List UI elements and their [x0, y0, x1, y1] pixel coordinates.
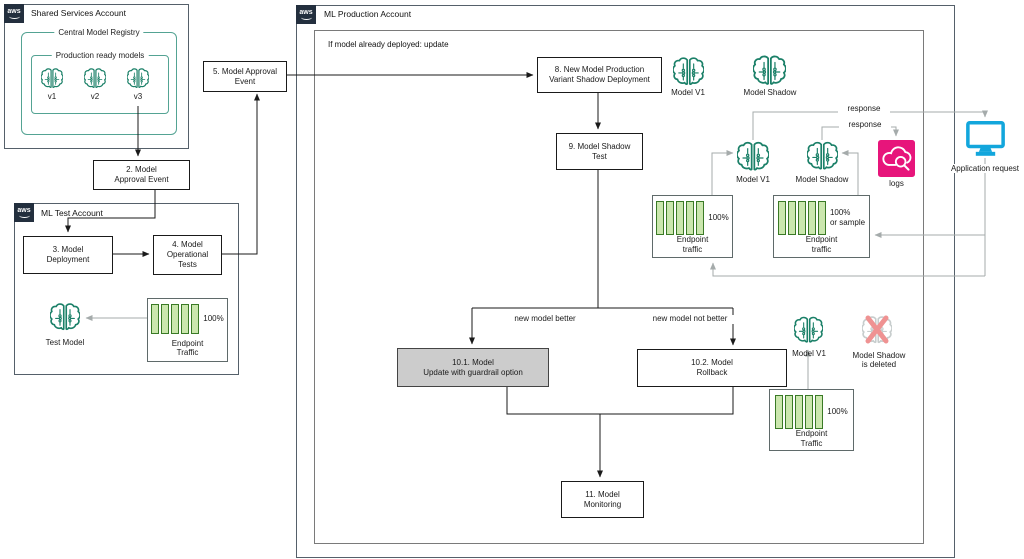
production-ready-models-label: Production ready models — [51, 51, 149, 60]
response-edge-label-1: response — [838, 104, 890, 114]
shared-account-title: Shared Services Account — [31, 8, 126, 18]
model-v3-registry-label: v3 — [133, 92, 143, 101]
logs-label: logs — [889, 179, 904, 188]
model-v3-registry-icon — [127, 66, 149, 90]
endpoint-traffic-label: Endpoint Traffic — [795, 429, 828, 448]
test-model-label: Test Model — [45, 338, 85, 347]
traffic-bars — [151, 304, 200, 334]
test-account-title: ML Test Account — [41, 208, 103, 218]
model-v2-registry-label: v2 — [90, 92, 100, 101]
step-8-shadow-deployment-box: 8. New Model Production Variant Shadow D… — [537, 57, 662, 93]
central-model-registry: Central Model Registry — [21, 28, 177, 135]
branch-not-better-label: new model not better — [640, 314, 740, 324]
endpoint-traffic-box-v1: 100% Endpoint traffic — [652, 195, 733, 258]
endpoint-traffic-label: Endpoint traffic — [805, 235, 838, 254]
model-v1-deploy-label: Model V1 — [671, 88, 705, 97]
step-10-1-update-guardrail-box: 10.1. Model Update with guardrail option — [397, 348, 549, 387]
update-flow-group — [314, 30, 924, 544]
model-v1-serving-label: Model V1 — [736, 175, 770, 184]
application-request-label: Application request — [940, 164, 1024, 174]
model-shadow-deleted-label: Model Shadow is deleted — [852, 351, 906, 370]
traffic-bars — [777, 201, 826, 235]
model-v2-registry-icon — [84, 66, 106, 90]
model-v1-registry-icon — [41, 66, 63, 90]
endpoint-traffic-label: Endpoint Traffic — [171, 338, 204, 358]
model-shadow-deleted-icon — [862, 315, 892, 345]
model-v1-rollback-icon — [794, 314, 823, 345]
model-v1-serving-icon — [737, 140, 769, 172]
step-10-2-rollback-box: 10.2. Model Rollback — [637, 349, 787, 387]
step-11-model-monitoring-box: 11. Model Monitoring — [561, 481, 644, 518]
endpoint-traffic-label: Endpoint traffic — [676, 235, 709, 254]
model-shadow-deploy-icon — [753, 55, 786, 85]
application-request-icon — [966, 121, 1005, 163]
aws-logo-icon: aws — [4, 4, 24, 23]
traffic-value: 100% — [827, 407, 848, 417]
step-9-model-shadow-test-box: 9. Model Shadow Test — [556, 133, 643, 170]
model-v1-deploy-icon — [673, 56, 704, 86]
endpoint-traffic-box-shadow: 100% or sample Endpoint traffic — [773, 195, 870, 258]
endpoint-traffic-box-test: 100% Endpoint Traffic — [147, 298, 228, 362]
model-v1-registry-label: v1 — [47, 92, 57, 101]
traffic-value: 100% — [203, 314, 224, 324]
aws-logo-icon: aws — [296, 5, 316, 24]
step-4-model-operational-tests-box: 4. Model Operational Tests — [153, 235, 222, 275]
central-model-registry-label: Central Model Registry — [54, 28, 144, 37]
endpoint-traffic-box-rollback: 100% Endpoint Traffic — [769, 389, 854, 451]
traffic-bars — [775, 395, 824, 429]
traffic-value: 100% — [708, 213, 729, 223]
step-3-model-deployment-box: 3. Model Deployment — [23, 236, 113, 274]
traffic-value: 100% or sample — [829, 208, 866, 227]
model-v1-rollback-label: Model V1 — [792, 349, 826, 358]
production-ready-models-group: Production ready models — [31, 51, 169, 114]
step-5-model-approval-event-box: 5. Model Approval Event — [203, 61, 287, 92]
model-shadow-serving-icon — [807, 139, 838, 172]
branch-better-label: new model better — [495, 314, 595, 324]
traffic-bars — [656, 201, 705, 235]
response-edge-label-2: response — [839, 120, 891, 130]
model-shadow-serving-label: Model Shadow — [795, 175, 849, 184]
test-model-icon — [50, 300, 80, 333]
production-account-title: ML Production Account — [324, 9, 412, 19]
model-shadow-deploy-label: Model Shadow — [743, 88, 797, 97]
condition-note: If model already deployed: update — [328, 40, 449, 49]
cloudwatch-logs-icon — [878, 140, 915, 182]
aws-logo-icon: aws — [14, 203, 34, 222]
step-2-model-approval-event-box: 2. Model Approval Event — [93, 160, 190, 190]
